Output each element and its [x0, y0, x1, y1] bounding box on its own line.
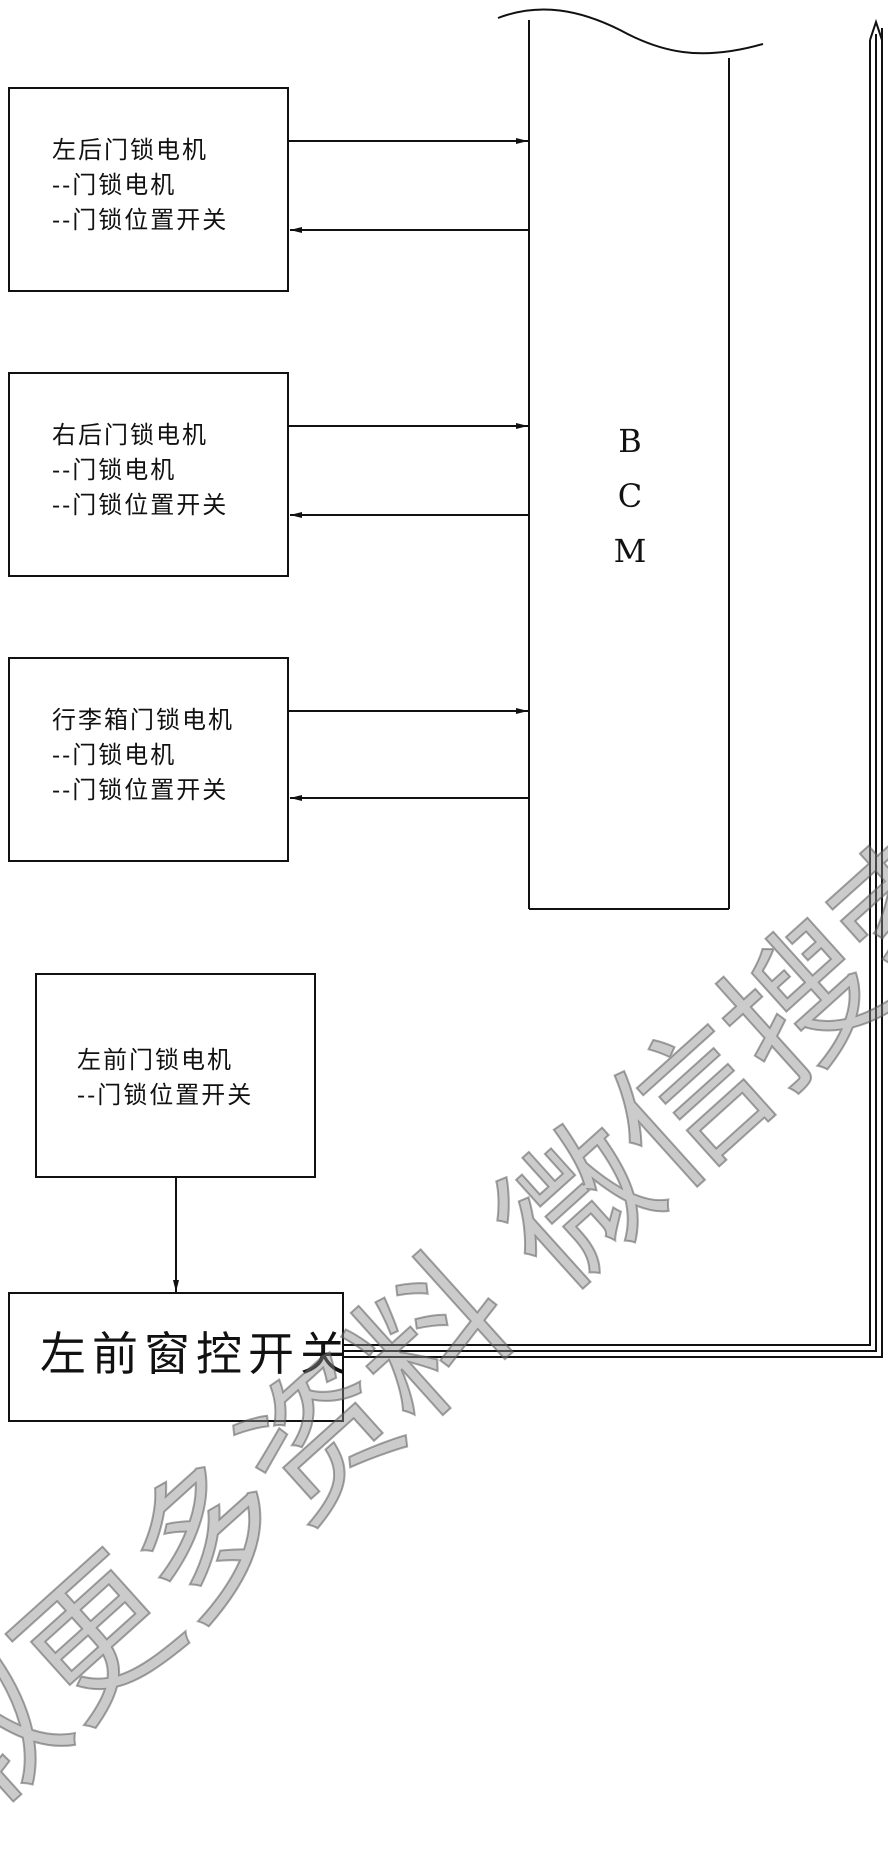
left-front-lock-box — [35, 973, 316, 1178]
diagram-canvas — [173, 8, 883, 1358]
bcm-letter-b: B — [618, 422, 642, 460]
window-switch-box — [8, 1292, 344, 1422]
left-rear-lock-box — [8, 87, 289, 292]
bcm-letter-c: C — [617, 477, 643, 515]
trunk-lock-box — [8, 657, 289, 862]
module-line: --门锁位置开关 — [52, 491, 229, 519]
window-switch-label: 左前窗控开关 — [40, 1327, 352, 1381]
right-rear-lock-text: 右后门锁电机 --门锁电机 --门锁位置开关 — [52, 418, 228, 523]
module-title: 右后门锁电机 — [52, 421, 208, 449]
bus-arrow-head — [869, 18, 883, 41]
bcm-block — [497, 8, 764, 910]
module-line: --门锁电机 — [52, 456, 177, 484]
module-title: 行李箱门锁电机 — [52, 706, 234, 734]
module-title: 左后门锁电机 — [52, 136, 208, 164]
left-front-lock-text: 左前门锁电机 --门锁位置开关 — [77, 1043, 253, 1113]
module-title: 左前门锁电机 — [77, 1046, 233, 1074]
module-line: --门锁位置开关 — [52, 206, 229, 234]
module-line: --门锁电机 — [52, 741, 177, 769]
module-line: --门锁位置开关 — [77, 1081, 254, 1109]
module-line: --门锁电机 — [52, 171, 177, 199]
bus-line — [343, 28, 883, 1358]
module-line: --门锁位置开关 — [52, 776, 229, 804]
bcm-letter-m: M — [613, 532, 647, 570]
trunk-lock-text: 行李箱门锁电机 --门锁电机 --门锁位置开关 — [52, 703, 234, 808]
left-rear-lock-text: 左后门锁电机 --门锁电机 --门锁位置开关 — [52, 133, 228, 238]
right-rear-lock-box — [8, 372, 289, 577]
